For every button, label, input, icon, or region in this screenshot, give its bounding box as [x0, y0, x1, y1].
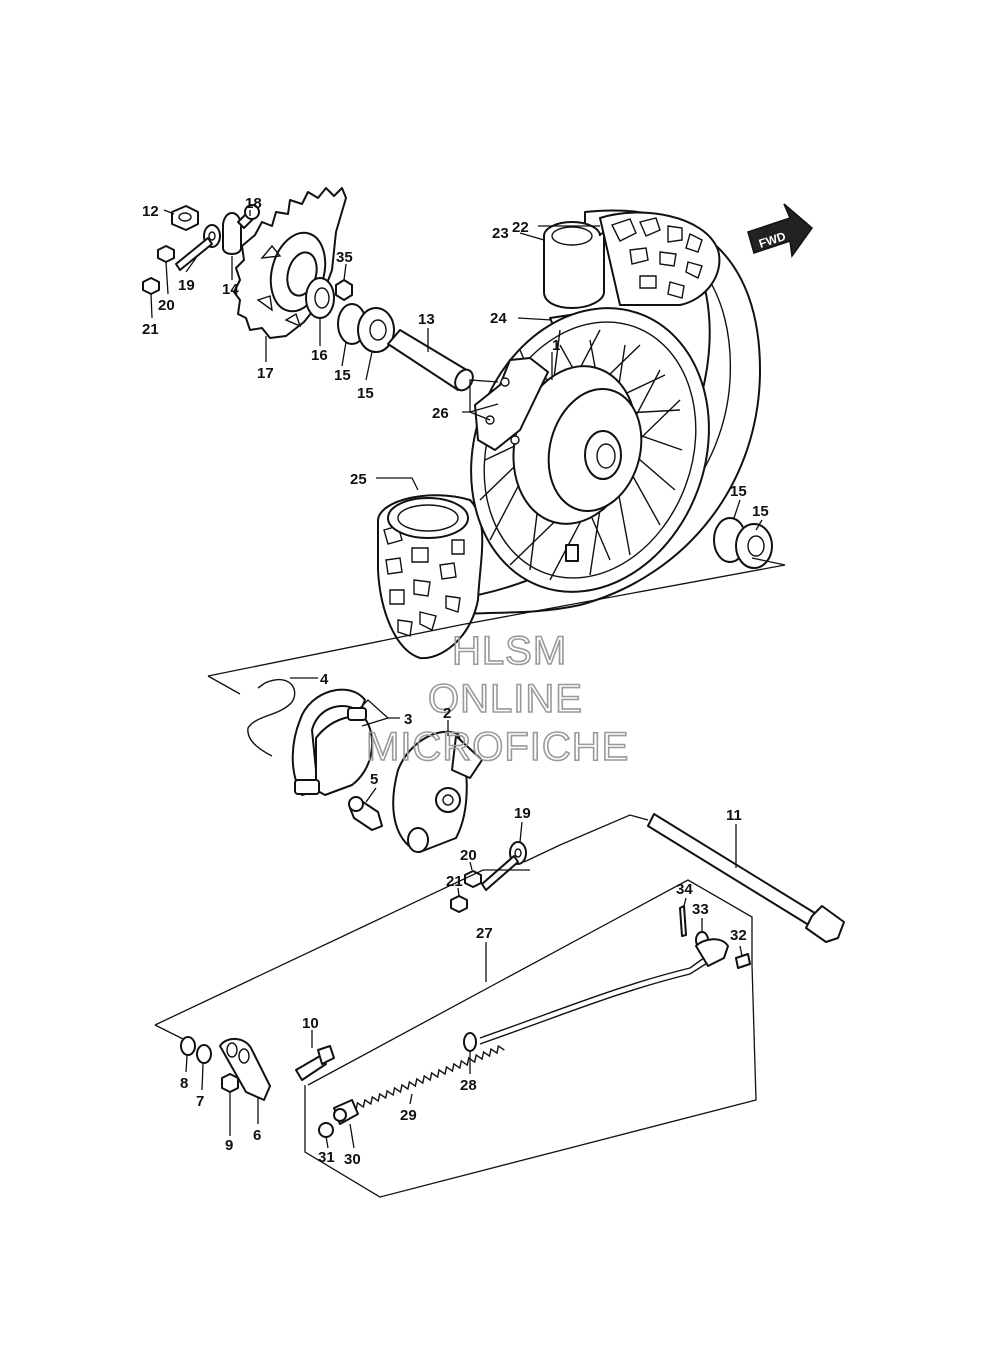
callout-label: 23 [492, 225, 509, 242]
callout-label: 3 [404, 711, 412, 728]
callout-label: 34 [676, 881, 693, 898]
callout-label: 16 [311, 347, 328, 364]
callout-label: 22 [512, 219, 529, 236]
callout-label: 31 [318, 1149, 335, 1166]
callout-label: 29 [400, 1107, 417, 1124]
callout-label: 11 [726, 807, 742, 824]
callout-label: 1 [552, 337, 560, 354]
callout-label: 27 [476, 925, 493, 942]
brake-assembly [247, 678, 527, 913]
callout-label: 4 [320, 671, 329, 688]
fwd-arrow-icon: FWD [747, 203, 814, 258]
callout-label: 10 [302, 1015, 319, 1032]
brake-rod-outline [154, 869, 757, 1198]
callout-label: 33 [692, 901, 709, 918]
callout-label: 20 [158, 297, 175, 314]
callout-label: 19 [514, 805, 531, 822]
callout-label: 12 [142, 203, 159, 220]
callout-label: 26 [432, 405, 449, 422]
watermark-line-3: MICROFICHE [366, 725, 629, 769]
callout-label: 21 [446, 873, 463, 890]
callout-labels: 1 2 3 4 5 6 7 8 9 10 11 12 13 14 15 15 1… [142, 195, 769, 1168]
callout-label: 15 [730, 483, 747, 500]
watermark: HLSM ONLINE MICROFICHE [365, 628, 629, 770]
callout-label: 14 [222, 281, 239, 298]
callout-label: 7 [196, 1093, 204, 1110]
callout-label: 8 [180, 1075, 188, 1092]
sprocket-hardware [142, 204, 773, 569]
callout-label: 17 [257, 365, 274, 382]
callout-label: 21 [142, 321, 159, 338]
callout-label: 15 [334, 367, 351, 384]
callout-leaders [150, 209, 763, 1149]
callout-label: 19 [178, 277, 195, 294]
assembly-outline [207, 557, 786, 695]
callout-label: 32 [730, 927, 747, 944]
callout-label: 2 [443, 705, 451, 722]
callout-label: 15 [357, 385, 374, 402]
callout-label: 35 [336, 249, 353, 266]
callout-label: 5 [370, 771, 378, 788]
brake-rod-parts [180, 905, 751, 1138]
callout-label: 15 [752, 503, 769, 520]
callout-label: 25 [350, 471, 367, 488]
callout-label: 30 [344, 1151, 361, 1168]
callout-label: 28 [460, 1077, 477, 1094]
callout-label: 9 [225, 1137, 233, 1154]
rear-axle [523, 813, 845, 943]
watermark-line-1: HLSM [452, 629, 567, 673]
callout-label: 18 [245, 195, 262, 212]
callout-label: 20 [460, 847, 477, 864]
callout-label: 6 [253, 1127, 261, 1144]
rear-wheel [470, 307, 710, 593]
watermark-line-2: ONLINE [428, 677, 583, 721]
callout-label: 13 [418, 311, 435, 328]
callout-label: 24 [490, 310, 507, 327]
